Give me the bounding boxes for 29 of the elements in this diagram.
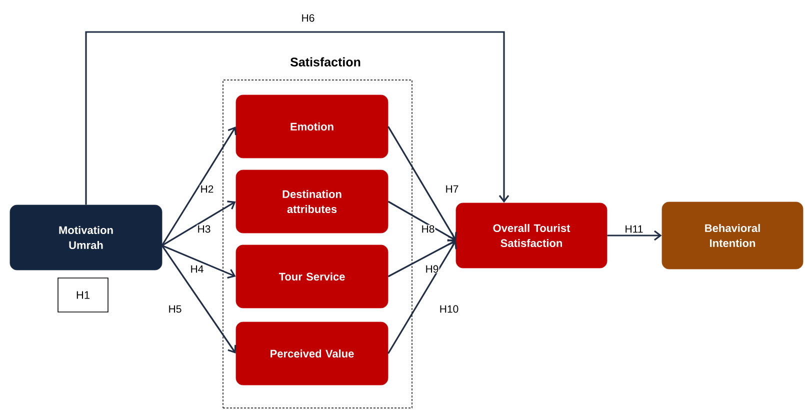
edge-label: H5 xyxy=(168,304,182,314)
concept-box: Destination attributes xyxy=(236,170,388,234)
edge-label: H10 xyxy=(438,304,460,314)
concept-box: Motivation Umrah xyxy=(10,204,162,270)
edge-label: H4 xyxy=(190,264,204,274)
arrow xyxy=(161,245,236,354)
outcome-box: Behavioral Intention xyxy=(662,202,804,270)
arrow xyxy=(607,230,662,241)
arrow xyxy=(85,31,510,205)
arrow xyxy=(161,126,237,246)
concept-box: Perceived Value xyxy=(236,322,388,386)
edge-label: H11 xyxy=(624,224,644,234)
node-label: Satisfaction xyxy=(290,57,360,66)
arrow xyxy=(388,240,457,354)
edge-label: H2 xyxy=(200,184,214,194)
arrow xyxy=(388,239,456,278)
edge-label: H3 xyxy=(196,224,212,234)
edge-label: H7 xyxy=(444,184,460,194)
hypothesis-box: H1 xyxy=(58,278,108,312)
arrow xyxy=(162,244,236,279)
edge-label: H8 xyxy=(420,224,436,234)
arrow xyxy=(388,126,457,240)
arrow xyxy=(388,200,456,242)
concept-box: Overall Tourist Satisfaction xyxy=(456,202,608,268)
concept-box: Emotion xyxy=(236,94,388,158)
concept-box: Tour Service xyxy=(236,244,388,308)
edge-label: H6 xyxy=(300,14,316,22)
arrow xyxy=(162,200,236,246)
edge-label: H9 xyxy=(424,264,440,274)
